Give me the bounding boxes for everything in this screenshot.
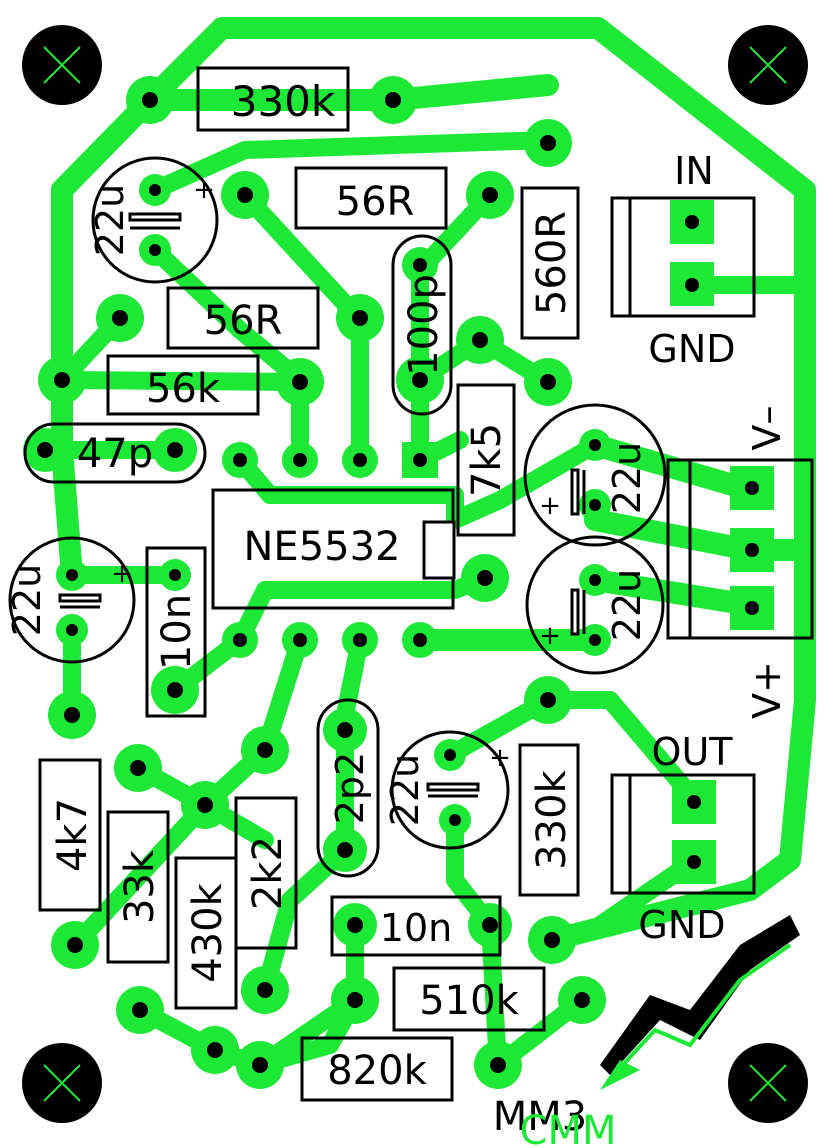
r2k2-label: 2k2 (245, 836, 291, 910)
c2p2-label: 2p2 (328, 752, 372, 824)
c100p-label: 100p (401, 274, 447, 376)
board-overlay-label: CMM (520, 1108, 617, 1148)
plus-mark-2: + (111, 559, 133, 589)
r560r-label: 560R (529, 211, 575, 315)
connector-gnd-out-label: GND (638, 903, 725, 947)
r820k-label: 820k (327, 1048, 427, 1094)
mount-hole-top-right (728, 25, 808, 105)
connector-out-label: OUT (652, 730, 734, 774)
cap-22u-label-1: 22u (88, 184, 132, 256)
mount-hole-bottom-left (22, 1043, 102, 1123)
plus-mark-4: + (539, 621, 561, 651)
cap-22u-label-2: 22u (5, 564, 49, 636)
c10n-bottom-label: 10n (380, 906, 452, 950)
ic-label: NE5532 (244, 524, 401, 570)
v-minus-label: V– (745, 406, 789, 451)
cap-polarity-marks (58, 212, 586, 798)
r430k-label: 430k (185, 882, 231, 982)
plus-mark-3: + (539, 491, 561, 521)
r330k-top-label: 330k (231, 77, 336, 126)
r56r-b-label: 56R (204, 298, 283, 344)
v-plus-label: V+ (745, 661, 789, 719)
connector-gnd-in-label: GND (648, 327, 735, 371)
r4k7-label: 4k7 (50, 798, 96, 872)
c47p-label: 47p (77, 431, 153, 477)
mount-hole-bottom-right (728, 1043, 808, 1123)
plus-mark-1: + (193, 175, 215, 205)
apex-logo (600, 915, 800, 1090)
connector-in-label: IN (674, 149, 714, 193)
plus-mark-5: + (489, 743, 511, 773)
r510k-label: 510k (419, 978, 519, 1024)
cap-22u-label-3: 22u (605, 442, 649, 514)
silkscreen (8, 66, 814, 1102)
mount-hole-top-left (22, 25, 102, 105)
cap-22u-label-5: 22u (383, 754, 427, 826)
r56r-a-label: 56R (336, 179, 415, 225)
r7k5-label: 7k5 (464, 423, 510, 497)
r33k-label: 33k (117, 849, 163, 924)
r56k-label: 56k (146, 366, 221, 412)
c10n-left-label: 10n (154, 594, 200, 670)
pads (23, 76, 774, 1089)
cap-22u-label-4: 22u (605, 569, 649, 641)
r330k-right-label: 330k (529, 769, 575, 869)
board-name-label: MM3 (493, 1094, 587, 1140)
